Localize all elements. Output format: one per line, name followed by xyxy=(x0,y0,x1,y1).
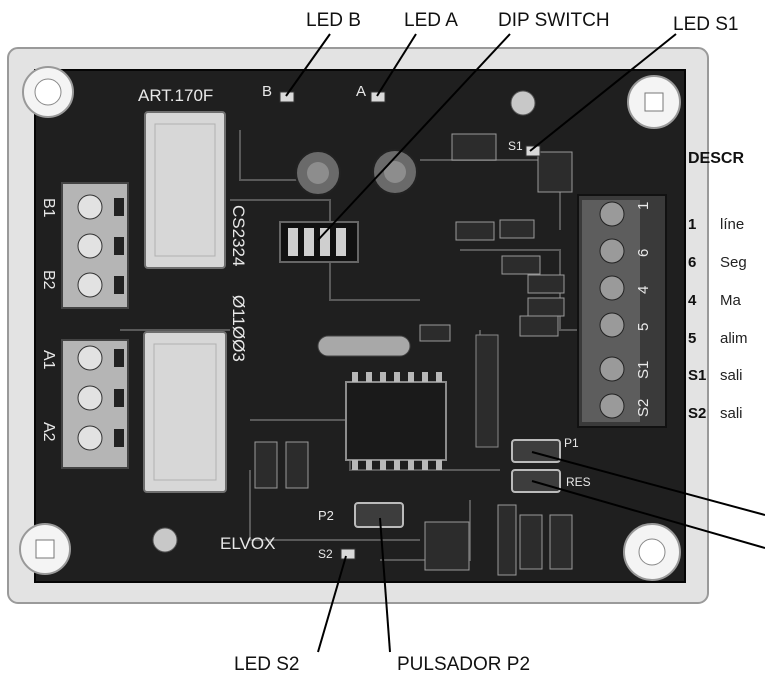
label-dip-switch: DIP SWITCH xyxy=(498,10,610,31)
leader-res xyxy=(531,480,765,549)
board-model: ART.170F xyxy=(138,86,213,105)
led-s1 xyxy=(525,145,541,157)
header-pins xyxy=(475,334,499,448)
led-s2 xyxy=(340,548,356,560)
leader-p1 xyxy=(531,451,765,516)
terminal-block-b xyxy=(61,182,129,309)
label-pulsador-p2: PULSADOR P2 xyxy=(397,654,531,675)
led-b xyxy=(279,91,295,103)
relay-top xyxy=(144,111,226,269)
terminal-label-b1: B1 xyxy=(40,198,57,218)
terminal-label-s1: S1 xyxy=(635,361,652,379)
silk-p1: P1 xyxy=(564,436,579,450)
description-item: 6 Seg xyxy=(688,254,747,271)
screw-bottom xyxy=(152,527,178,553)
silk-s1: S1 xyxy=(508,139,523,153)
description-key: 5 xyxy=(688,330,697,347)
description-text: Ma xyxy=(720,292,741,309)
silk-s2: S2 xyxy=(318,547,333,561)
led-a xyxy=(370,91,386,103)
terminal-label-a1: A1 xyxy=(40,350,57,370)
description-text: alim xyxy=(720,330,748,347)
label-led-b: LED B xyxy=(306,10,361,31)
pcb xyxy=(34,69,686,583)
leader-pulsador-p2 xyxy=(379,517,391,653)
board-brand: ELVOX xyxy=(220,534,275,553)
silk-p2: P2 xyxy=(318,508,334,523)
microcontroller-chip xyxy=(345,381,447,461)
leader-led-s1 xyxy=(529,33,677,152)
button-p2 xyxy=(354,502,404,528)
terminal-block-right xyxy=(577,194,667,428)
description-text: sali xyxy=(720,405,743,422)
terminal-label-6: 6 xyxy=(635,249,652,257)
leader-led-s2 xyxy=(317,555,347,653)
leader-led-a xyxy=(376,33,417,97)
board-serial: Ø11ØØ3 xyxy=(229,295,248,362)
terminal-label-5: 5 xyxy=(635,323,652,331)
description-item: 4 Ma xyxy=(688,292,741,309)
description-text: sali xyxy=(720,367,743,384)
terminal-label-b2: B2 xyxy=(40,270,57,290)
description-item: 1 líne xyxy=(688,216,744,233)
button-p1 xyxy=(511,439,561,463)
description-item: 5 alim xyxy=(688,330,748,347)
label-led-a: LED A xyxy=(404,10,458,31)
description-title: DESCR xyxy=(688,150,745,167)
button-res xyxy=(511,469,561,493)
silk-a: A xyxy=(356,83,366,100)
callout-leaders xyxy=(285,33,765,653)
description-text: Seg xyxy=(720,254,747,271)
description-text: líne xyxy=(720,216,745,233)
terminal-label-4: 4 xyxy=(635,286,652,294)
description-key: 6 xyxy=(688,254,697,271)
terminal-label-s2: S2 xyxy=(635,399,652,417)
description-key: S1 xyxy=(688,367,707,384)
screw-top xyxy=(510,90,536,116)
description-key: S2 xyxy=(688,405,707,422)
label-led-s1: LED S1 xyxy=(673,14,739,35)
leader-led-b xyxy=(285,33,331,97)
leader-dip-switch xyxy=(317,33,511,241)
description-item: S2 sali xyxy=(688,405,743,422)
silk-res: RES xyxy=(566,475,591,489)
crystal xyxy=(317,335,411,357)
description-key: 4 xyxy=(688,292,697,309)
label-led-s2: LED S2 xyxy=(234,654,300,675)
board-code: CS2324 xyxy=(229,205,248,266)
description-key: 1 xyxy=(688,216,697,233)
smd-components xyxy=(254,133,573,576)
relay-bottom xyxy=(143,331,227,493)
silk-b: B xyxy=(262,83,272,100)
terminal-label-a2: A2 xyxy=(40,422,57,442)
description-item: S1 sali xyxy=(688,367,743,384)
terminal-label-1: 1 xyxy=(635,202,652,210)
terminal-block-a xyxy=(61,339,129,469)
